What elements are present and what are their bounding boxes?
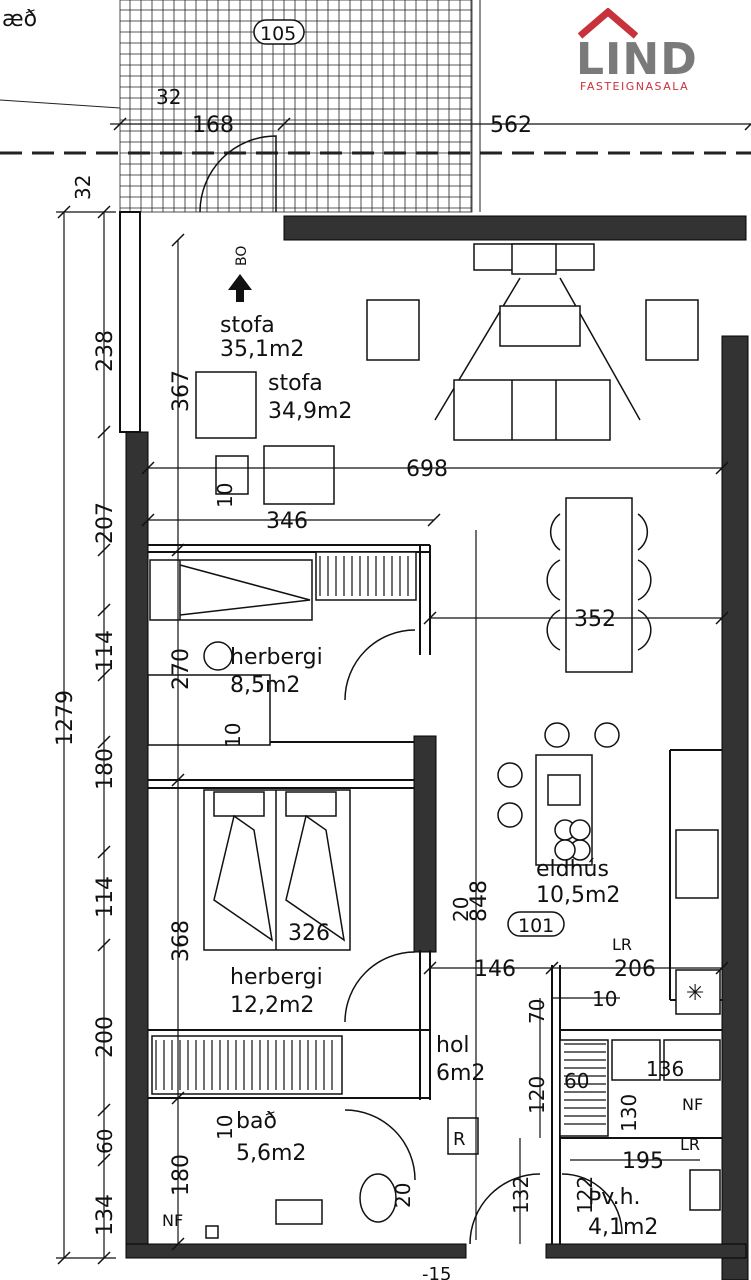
unit-badge-top: [253, 19, 305, 45]
dim-60-a: 60: [564, 1069, 589, 1093]
room-area-thvottahus: 4,1m2: [588, 1215, 658, 1240]
room-area-bad: 5,6m2: [236, 1141, 306, 1166]
room-area-herbergi-1: 8,5m2: [230, 673, 300, 698]
unit-main-label: 101: [518, 915, 554, 937]
dim-120: 120: [525, 1076, 549, 1114]
dim-114-a: 114: [93, 630, 118, 672]
dim-10-d: 10: [213, 1115, 237, 1140]
room-name-eldhus: eldhús: [536, 857, 609, 882]
dim-326: 326: [288, 921, 330, 946]
dim-114-b: 114: [93, 876, 118, 918]
room-area-hol: 6m2: [436, 1061, 485, 1086]
dim-346: 346: [266, 509, 308, 534]
dim-180-b: 180: [169, 1154, 194, 1196]
dim-minus-15: -15: [422, 1264, 451, 1280]
dim-168: 168: [192, 113, 234, 138]
dim-60-b: 60: [93, 1129, 117, 1154]
logo-word: LIND: [576, 34, 698, 85]
nf-mark-2: NF: [162, 1211, 183, 1230]
dim-32-top: 32: [156, 85, 181, 109]
dim-20-b: 20: [391, 1183, 415, 1208]
dim-562: 562: [490, 113, 532, 138]
dim-70: 70: [525, 999, 549, 1024]
dim-367: 367: [169, 370, 194, 412]
dim-32-side: 32: [71, 175, 95, 200]
lot-line: [0, 99, 121, 109]
dim-136: 136: [646, 1057, 684, 1081]
dim-698: 698: [406, 457, 448, 482]
dim-10-b: 10: [221, 723, 245, 748]
dim-352: 352: [574, 607, 616, 632]
unit-badge-main: [507, 911, 565, 937]
logo-subtitle: FASTEIGNASALA: [580, 80, 690, 93]
lr-mark-2: LR: [680, 1135, 700, 1154]
dim-132: 132: [509, 1176, 533, 1214]
dim-10-a: 10: [213, 483, 237, 508]
dim-206: 206: [614, 957, 656, 982]
r-mark: R: [453, 1129, 466, 1150]
thin-walls: [119, 211, 722, 1244]
dim-1279: 1279: [53, 690, 78, 746]
north-label: BO: [234, 246, 250, 266]
top-left-label: æð: [2, 7, 37, 32]
room-name-herbergi-1: herbergi: [230, 645, 323, 670]
dim-130: 130: [617, 1094, 641, 1132]
furniture: [147, 243, 721, 1239]
dim-238: 238: [93, 330, 118, 372]
dim-200: 200: [93, 1016, 118, 1058]
room-name-herbergi-2: herbergi: [230, 965, 323, 990]
dim-10-c: 10: [592, 987, 617, 1011]
room-area-herbergi-2: 12,2m2: [230, 993, 314, 1018]
dimension-lines: [56, 211, 722, 1259]
dim-848: 848: [467, 880, 492, 922]
unit-top-label: 105: [260, 23, 296, 45]
dim-180-a: 180: [93, 748, 118, 790]
room-name-bad: bað: [236, 1109, 277, 1134]
dim-270: 270: [169, 648, 194, 690]
house-roof-icon: [578, 8, 638, 39]
company-logo: LIND FASTEIGNASALA: [576, 8, 726, 98]
balcony-grid: [119, 0, 473, 213]
north-arrow-icon: [228, 274, 252, 302]
fridge-icon: ✳: [686, 981, 704, 1006]
room-name-hol: hol: [436, 1033, 470, 1058]
room-name-stofa-2: stofa: [268, 371, 323, 396]
nf-mark-1: NF: [682, 1095, 703, 1114]
lr-mark-1: LR: [612, 935, 632, 954]
walls: [125, 215, 749, 1280]
dim-134: 134: [93, 1194, 118, 1236]
room-name-stofa-1: stofa: [220, 313, 275, 338]
dim-195: 195: [622, 1149, 664, 1174]
dim-207: 207: [93, 502, 118, 544]
room-area-eldhus: 10,5m2: [536, 883, 620, 908]
room-area-stofa-1: 35,1m2: [220, 337, 304, 362]
dim-368: 368: [169, 920, 194, 962]
dim-146: 146: [474, 957, 516, 982]
dim-20-a: 20: [449, 897, 473, 922]
room-area-stofa-2: 34,9m2: [268, 399, 352, 424]
doors: [199, 135, 623, 1245]
room-name-thvottahus: Þv.h.: [588, 1185, 641, 1210]
dimension-ticks: [57, 117, 751, 1265]
dim-122: 122: [573, 1176, 597, 1214]
closet-hatching: [155, 556, 606, 1125]
